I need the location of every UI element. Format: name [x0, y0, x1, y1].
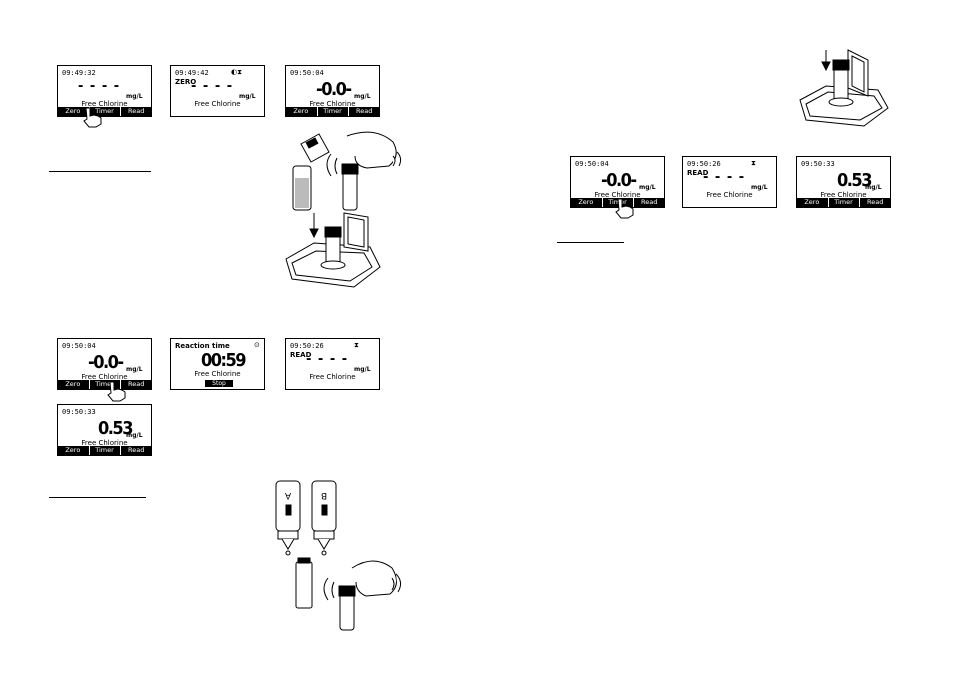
unit-label: mg/L — [354, 93, 371, 100]
timer-softkey[interactable]: Timer — [827, 198, 859, 207]
reading-value: -0.0- — [316, 79, 352, 100]
parameter-label: Free Chlorine — [81, 439, 128, 447]
timer-softkey[interactable]: Timer — [88, 380, 120, 389]
clock-time: 09:50:04 — [575, 160, 609, 168]
status-icons: ◐⧗ — [231, 68, 243, 76]
clock-time: 09:50:33 — [801, 160, 835, 168]
countdown-value: 00:59 — [201, 350, 247, 371]
read-softkey[interactable]: Read — [120, 107, 152, 116]
zero-softkey[interactable]: Zero — [58, 107, 88, 116]
parameter-label: Free Chlorine — [594, 191, 641, 199]
status-label: ZERO — [175, 78, 197, 86]
clock-time: 09:50:04 — [62, 342, 96, 350]
insert-vial-illustration — [285, 212, 381, 288]
read-softkey[interactable]: Read — [120, 446, 152, 455]
add-reagent-illustration — [292, 131, 402, 211]
insert-vial-top-illustration — [799, 49, 889, 127]
meter-screen-timer-prompt-2: 09:50:04 -0.0- mg/L Free Chlorine Zero T… — [570, 156, 665, 208]
clock-time: 09:49:32 — [62, 69, 96, 77]
parameter-label: Free Chlorine — [194, 370, 241, 378]
read-softkey[interactable]: Read — [120, 380, 152, 389]
meter-screen-result-2: 09:50:33 0.53 mg/L Free Chlorine Zero Ti… — [796, 156, 891, 208]
zero-softkey[interactable]: Zero — [797, 198, 827, 207]
reading-value: - - - - — [306, 352, 349, 367]
zero-softkey[interactable]: Zero — [571, 198, 601, 207]
parameter-label: Free Chlorine — [194, 100, 241, 108]
meter-screen-reading: 09:50:26 ⧗ READ - - - - mg/L Free Chlori… — [285, 338, 380, 390]
zero-softkey[interactable]: Zero — [58, 380, 88, 389]
reading-value: 0.53 — [98, 418, 133, 439]
zero-softkey[interactable]: Zero — [58, 446, 88, 455]
parameter-label: Free Chlorine — [81, 373, 128, 381]
meter-screen-zero-result: 09:50:04 -0.0- mg/L Free Chlorine Zero T… — [285, 65, 380, 117]
meter-screen-result: 09:50:33 0.53 mg/L Free Chlorine Zero Ti… — [57, 404, 152, 456]
bottle-b-label: B — [321, 490, 327, 500]
timer-softkey[interactable]: Timer — [601, 198, 633, 207]
meter-screen-reading-2: 09:50:26 ⧗ READ - - - - mg/L Free Chlori… — [682, 156, 777, 208]
parameter-label: Free Chlorine — [81, 100, 128, 108]
read-softkey[interactable]: Read — [348, 107, 380, 116]
reading-value: 0.53 — [837, 170, 872, 191]
unit-label: mg/L — [126, 93, 143, 100]
clock-time: 09:50:26 — [687, 160, 721, 168]
bottle-a-label: A — [284, 490, 291, 500]
reagent-bottles-illustration: A B — [275, 480, 337, 556]
stop-softkey[interactable]: Stop — [205, 380, 233, 387]
pointing-hand-icon — [83, 107, 102, 128]
parameter-label: Free Chlorine — [309, 373, 356, 381]
clock-time: 09:50:26 — [290, 342, 324, 350]
shake-vial-illustration — [295, 557, 402, 631]
status-label: READ — [687, 169, 709, 177]
timer-softkey[interactable]: Timer — [88, 446, 120, 455]
meter-screen-zero-prompt: 09:49:32 - - - - mg/L Free Chlorine Zero… — [57, 65, 152, 117]
clock-time: 09:49:42 — [175, 69, 209, 77]
reading-value: -0.0- — [88, 352, 124, 373]
unit-label: mg/L — [354, 366, 371, 373]
pointing-hand-icon — [107, 381, 126, 402]
timer-softkey[interactable]: Timer — [316, 107, 348, 116]
softkey-bar: Zero Timer Read — [58, 380, 152, 389]
reaction-time-title: Reaction time — [175, 342, 230, 350]
hourglass-icon: ⧗ — [751, 159, 756, 167]
unit-label: mg/L — [639, 184, 656, 191]
unit-label: mg/L — [865, 184, 882, 191]
reading-value: -0.0- — [601, 170, 637, 191]
section-underline — [49, 171, 151, 172]
softkey-bar: Zero Timer Read — [58, 446, 152, 455]
hourglass-icon: ⧗ — [354, 341, 359, 349]
status-label: READ — [290, 351, 312, 359]
read-softkey[interactable]: Read — [633, 198, 665, 207]
clock-time: 09:50:33 — [62, 408, 96, 416]
meter-screen-zeroing: 09:49:42 ◐⧗ ZERO - - - - mg/L Free Chlor… — [170, 65, 265, 117]
reading-value: - - - - — [703, 170, 746, 185]
unit-label: mg/L — [239, 93, 256, 100]
unit-label: mg/L — [126, 366, 143, 373]
meter-screen-reaction-timer: Reaction time ⊙ 00:59 Free Chlorine Stop — [170, 338, 265, 390]
parameter-label: Free Chlorine — [309, 100, 356, 108]
unit-label: mg/L — [126, 432, 143, 439]
softkey-bar: Zero Timer Read — [797, 198, 891, 207]
softkey-bar: Zero Timer Read — [286, 107, 380, 116]
meter-screen-timer-prompt: 09:50:04 -0.0- mg/L Free Chlorine Zero T… — [57, 338, 152, 390]
section-underline — [49, 497, 146, 498]
clock-time: 09:50:04 — [290, 69, 324, 77]
softkey-bar: Zero Timer Read — [571, 198, 665, 207]
reading-value: - - - - — [78, 79, 121, 94]
unit-label: mg/L — [751, 184, 768, 191]
parameter-label: Free Chlorine — [706, 191, 753, 199]
zero-softkey[interactable]: Zero — [286, 107, 316, 116]
read-softkey[interactable]: Read — [859, 198, 891, 207]
pointing-hand-icon — [615, 198, 634, 219]
reading-value: - - - - — [191, 79, 234, 94]
section-underline — [557, 242, 624, 243]
timer-icon: ⊙ — [254, 341, 260, 349]
parameter-label: Free Chlorine — [820, 191, 867, 199]
